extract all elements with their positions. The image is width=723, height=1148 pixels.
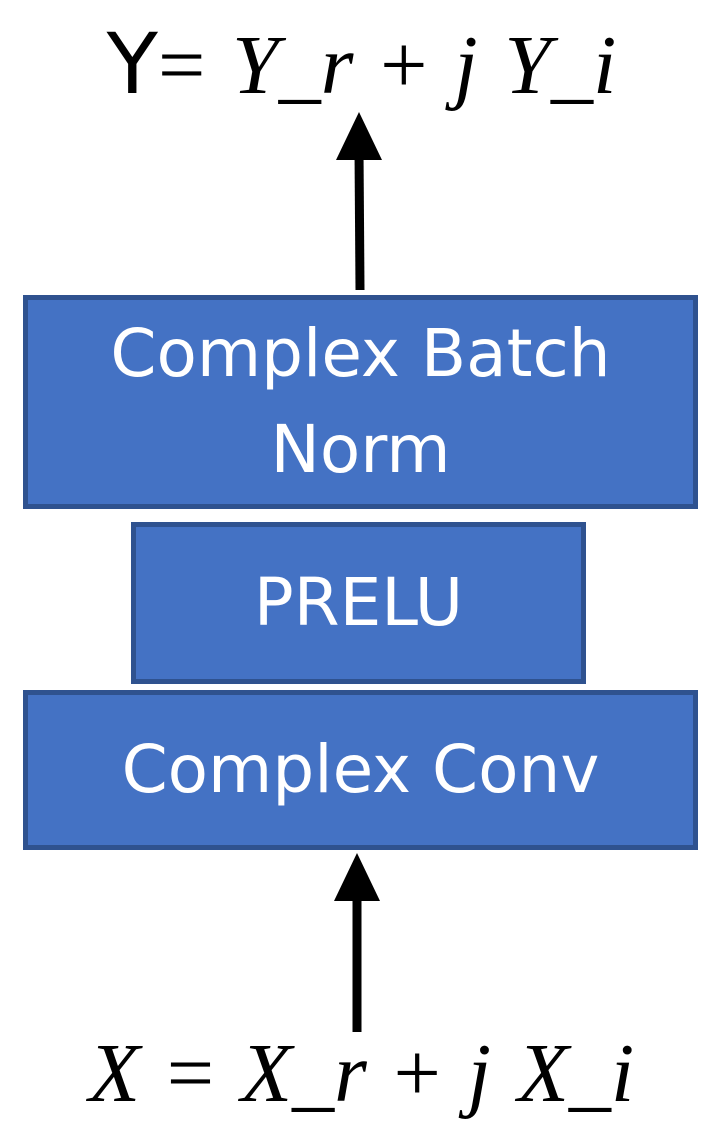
plus-sign: + bbox=[393, 1027, 441, 1120]
plus-sign: + bbox=[380, 19, 428, 112]
imaginary-unit: j bbox=[467, 1027, 491, 1120]
arrow-output bbox=[336, 112, 382, 291]
block-label-line: Complex Batch bbox=[110, 315, 611, 393]
imaginary-part-term: X_i bbox=[517, 1027, 635, 1120]
prelu-label: PRELU bbox=[253, 564, 464, 642]
prelu-block: PRELU bbox=[131, 522, 586, 684]
arrow-input-head bbox=[334, 853, 380, 901]
arrow-input bbox=[334, 853, 380, 1032]
real-part-term: X_r bbox=[240, 1027, 367, 1120]
complex-conv-block: Complex Conv bbox=[23, 690, 698, 850]
imaginary-unit: j bbox=[454, 19, 478, 112]
complex-conv-label: Complex Conv bbox=[121, 731, 600, 809]
block-label-line: Norm bbox=[270, 411, 451, 488]
arrow-output-head bbox=[336, 112, 382, 160]
complex-batch-norm-block: Complex Batch Norm bbox=[23, 295, 698, 509]
equals-sign: = bbox=[166, 1027, 215, 1120]
arrow-output-shaft bbox=[354, 149, 365, 291]
input-equation: X = X_r + j X_i bbox=[0, 1030, 723, 1116]
imaginary-part-term: Y_i bbox=[504, 19, 617, 112]
complex-batch-norm-label: Complex Batch Norm bbox=[110, 306, 610, 497]
input-symbol: X bbox=[88, 1027, 141, 1120]
real-part-term: Y_r bbox=[232, 19, 354, 112]
output-equation: Y= Y_r + j Y_i bbox=[0, 22, 723, 108]
output-symbol: Y bbox=[106, 15, 158, 113]
equals-sign: = bbox=[157, 19, 206, 112]
